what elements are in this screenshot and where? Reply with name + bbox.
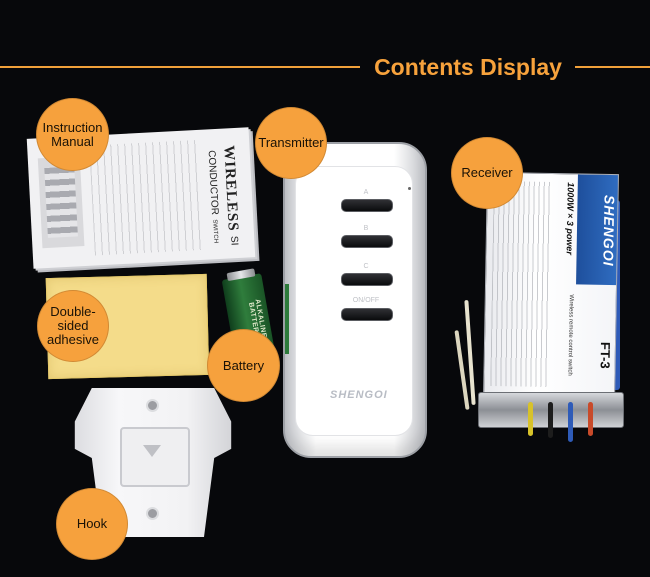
receiver-label: Receiver (451, 137, 523, 209)
receiver-power-sub: power (564, 228, 576, 255)
page-title: Contents Display (374, 54, 562, 80)
hook-screw-hole (146, 507, 159, 520)
receiver-fine-print (490, 180, 552, 387)
label-text: Hook (76, 516, 108, 531)
receiver-power: 1000W×3 power (554, 182, 576, 282)
instruction-manual-label: Instruction Manual (36, 98, 109, 171)
label-text: Battery (222, 357, 265, 373)
label-line: Instruction (42, 119, 103, 135)
label-line: adhesive (46, 332, 100, 347)
hook-label: Hook (56, 488, 128, 560)
receiver-wire (548, 402, 553, 438)
remote-led (408, 187, 411, 190)
receiver-brand: SHENGOI (600, 195, 618, 267)
manual-brand-title: WIRELESS (220, 144, 241, 232)
battery-label: Battery (207, 329, 280, 402)
hook-screw-hole (146, 399, 159, 412)
label-text: Transmitter (258, 135, 324, 150)
remote-button-onoff (341, 308, 393, 321)
transmitter-remote-photo: A B C ON/OFF SHENGOI (283, 142, 427, 458)
label-line: Double- (50, 304, 96, 319)
label-line: sided (57, 318, 89, 333)
remote-button-label: C (363, 263, 369, 270)
receiver-description: Wireless remote control switch (566, 294, 574, 376)
remote-side-strip (285, 284, 289, 354)
manual-brand: WIRELESS SI CONDUCTOR SWITCH (187, 140, 243, 252)
remote-button-label: A (363, 189, 369, 196)
hook-arrow-icon (143, 445, 161, 457)
remote-button-label: B (363, 225, 369, 232)
label-text: Receiver (461, 165, 513, 180)
receiver-power-value: 1000W×3 (565, 182, 576, 226)
remote-logo: SHENGOI (330, 389, 388, 401)
receiver-wire (528, 402, 533, 436)
receiver-photo: 1000W×3 power SHENGOI Wireless remote co… (483, 171, 619, 402)
manual-brand-small: SWITCH (211, 218, 219, 243)
hook-slot (120, 427, 190, 487)
battery-cap (226, 268, 256, 282)
header-line-right (575, 66, 650, 68)
remote-face: A B C ON/OFF SHENGOI (295, 166, 413, 436)
label-line: Manual (51, 133, 94, 149)
remote-button-b (341, 235, 393, 248)
transmitter-label: Transmitter (255, 107, 327, 179)
header-line-left (0, 66, 360, 68)
remote-button-a (341, 199, 393, 212)
remote-button-c (341, 273, 393, 286)
receiver-wire (568, 402, 573, 442)
adhesive-label: Double- sided adhesive (37, 290, 109, 362)
remote-button-label: ON/OFF (352, 297, 380, 304)
receiver-wire (588, 402, 593, 436)
receiver-model: FT-3 (597, 341, 614, 369)
